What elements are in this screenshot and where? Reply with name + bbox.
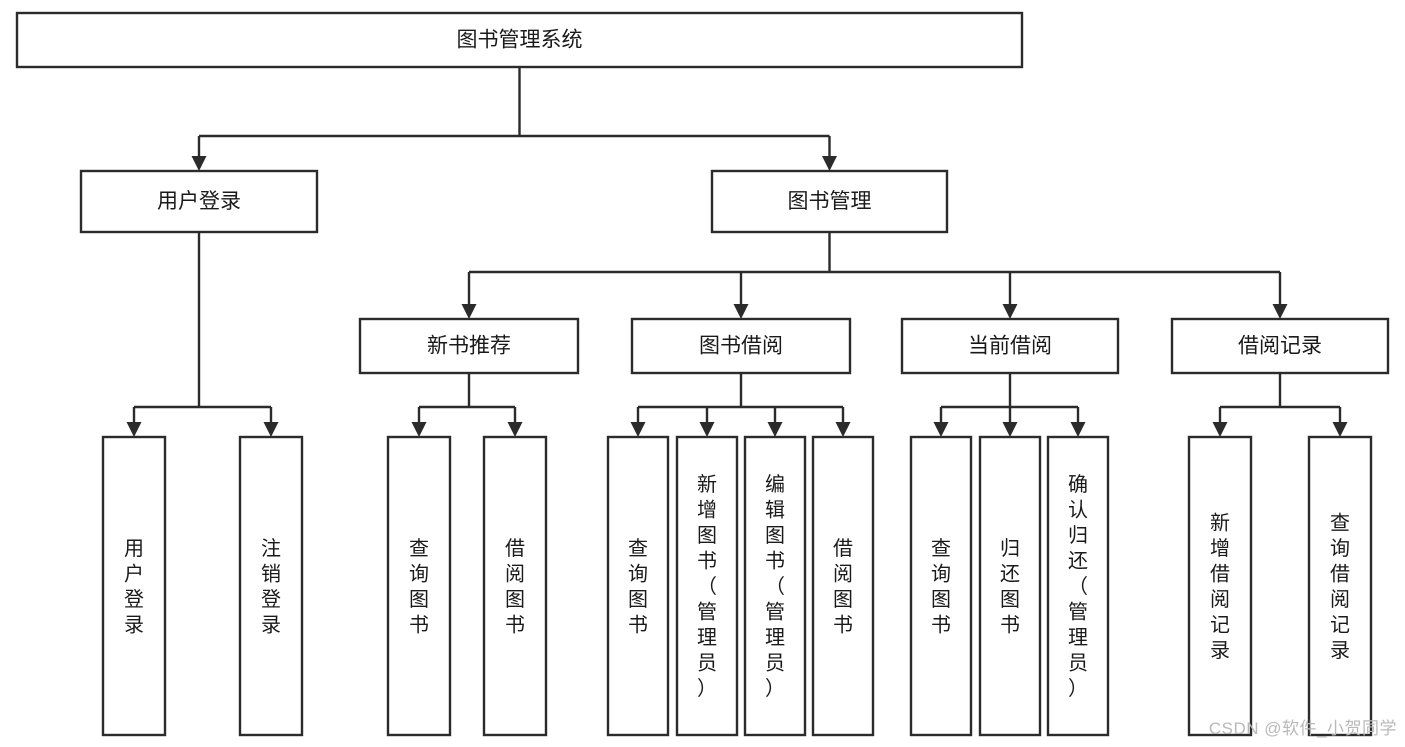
node-leaf-confirm-return-label: 确认归还（管理员） [1068,473,1088,700]
book-borrow-to-leaves-branch-0-arrowhead [630,422,646,437]
node-leaf-query-book-3-label: 查询图书 [931,537,951,637]
node-leaf-user-logout-box[interactable] [238,435,304,737]
node-leaf-query-record-label: 查询借阅记录 [1330,511,1350,662]
node-leaf-query-book-1[interactable]: 查询图书 [386,435,452,737]
node-current-borrow-label: 当前借阅 [968,335,1052,358]
current-borrow-to-leaves-branch-2-arrowhead [1070,422,1086,437]
node-leaf-edit-book[interactable]: 编辑图书（管理员） [743,435,807,737]
userlogin-to-leaves-branch-1-arrowhead [263,422,279,437]
node-leaf-user-logout[interactable]: 注销登录 [238,435,304,737]
node-leaf-query-book-1-label: 查询图书 [409,537,429,637]
node-leaf-query-book-2[interactable]: 查询图书 [606,435,670,737]
book-borrow-to-leaves-branch-3-arrowhead [835,422,851,437]
userlogin-to-leaves-branch-0-arrowhead [126,422,142,437]
root-to-level2-branch-1-arrowhead [822,156,837,171]
node-root-图书管理系统[interactable]: 图书管理系统 [15,11,1024,69]
nodes-layer: 图书管理系统用户登录图书管理新书推荐图书借阅当前借阅借阅记录用户登录注销登录查询… [15,11,1390,737]
node-leaf-borrow-book-1[interactable]: 借阅图书 [482,435,548,737]
node-borrow-record-label: 借阅记录 [1238,335,1322,358]
node-book-manage[interactable]: 图书管理 [710,169,949,234]
node-leaf-query-book-2-label: 查询图书 [628,537,648,637]
node-user-login[interactable]: 用户登录 [79,169,319,234]
node-book-borrow[interactable]: 图书借阅 [630,317,852,375]
node-leaf-add-record-box[interactable] [1187,435,1253,737]
node-leaf-confirm-return-box[interactable] [1046,435,1110,737]
node-user-login-box[interactable] [79,169,319,234]
csdn-watermark: CSDN @软件_小贺同学 [1208,719,1397,738]
node-leaf-query-record[interactable]: 查询借阅记录 [1307,435,1373,737]
node-root-图书管理系统-label: 图书管理系统 [457,29,583,52]
node-new-book-rec[interactable]: 新书推荐 [358,317,580,375]
node-leaf-query-record-box[interactable] [1307,435,1373,737]
node-leaf-add-book[interactable]: 新增图书（管理员） [675,435,739,737]
node-leaf-return-book-box[interactable] [978,435,1042,737]
node-current-borrow[interactable]: 当前借阅 [900,317,1120,375]
node-current-borrow-box[interactable] [900,317,1120,375]
node-leaf-edit-book-box[interactable] [743,435,807,737]
node-leaf-add-record[interactable]: 新增借阅记录 [1187,435,1253,737]
book-borrow-to-leaves-branch-1-arrowhead [699,422,715,437]
node-borrow-record-box[interactable] [1170,317,1390,375]
node-leaf-add-record-label: 新增借阅记录 [1210,511,1230,662]
node-book-borrow-label: 图书借阅 [699,335,783,358]
node-leaf-borrow-book-1-label: 借阅图书 [505,537,525,637]
node-leaf-borrow-book-2-label: 借阅图书 [833,537,853,637]
node-new-book-rec-label: 新书推荐 [427,335,511,358]
node-book-manage-box[interactable] [710,169,949,234]
node-new-book-rec-box[interactable] [358,317,580,375]
node-leaf-add-book-label: 新增图书（管理员） [697,473,717,700]
current-borrow-to-leaves-branch-0-arrowhead [933,422,949,437]
current-borrow-to-leaves-branch-1-arrowhead [1002,422,1018,437]
node-leaf-confirm-return[interactable]: 确认归还（管理员） [1046,435,1110,737]
borrow-record-to-leaves-branch-1-arrowhead [1332,422,1348,437]
node-leaf-borrow-book-2-box[interactable] [811,435,875,737]
node-root-图书管理系统-box[interactable] [15,11,1024,69]
connectors-layer [126,67,1348,437]
node-leaf-user-login-box[interactable] [101,435,167,737]
borrow-record-to-leaves-branch-0-arrowhead [1212,422,1228,437]
node-book-borrow-box[interactable] [630,317,852,375]
node-borrow-record[interactable]: 借阅记录 [1170,317,1390,375]
node-leaf-query-book-3[interactable]: 查询图书 [909,435,973,737]
node-leaf-return-book[interactable]: 归还图书 [978,435,1042,737]
book-borrow-to-leaves-branch-2-arrowhead [767,422,783,437]
node-leaf-user-logout-label: 注销登录 [261,537,281,637]
node-leaf-borrow-book-2[interactable]: 借阅图书 [811,435,875,737]
bookmanage-to-level3-branch-1-arrowhead [733,304,749,319]
node-leaf-borrow-book-1-box[interactable] [482,435,548,737]
bookmanage-to-level3-branch-2-arrowhead [1002,304,1018,319]
new-book-rec-to-leaves-branch-0-arrowhead [411,422,427,437]
node-user-login-label: 用户登录 [157,190,241,213]
bookmanage-to-level3-branch-0-arrowhead [461,304,477,319]
node-leaf-user-login-label: 用户登录 [124,538,144,637]
node-leaf-query-book-1-box[interactable] [386,435,452,737]
node-leaf-query-book-3-box[interactable] [909,435,973,737]
node-leaf-query-book-2-box[interactable] [606,435,670,737]
node-book-manage-label: 图书管理 [788,190,872,213]
node-leaf-return-book-label: 归还图书 [1000,537,1020,637]
bookmanage-to-level3-branch-3-arrowhead [1272,304,1288,319]
new-book-rec-to-leaves-branch-1-arrowhead [507,422,523,437]
root-to-level2-branch-0-arrowhead [191,156,207,171]
node-leaf-user-login[interactable]: 用户登录 [101,435,167,737]
node-leaf-edit-book-label: 编辑图书（管理员） [765,473,785,700]
node-leaf-add-book-box[interactable] [675,435,739,737]
